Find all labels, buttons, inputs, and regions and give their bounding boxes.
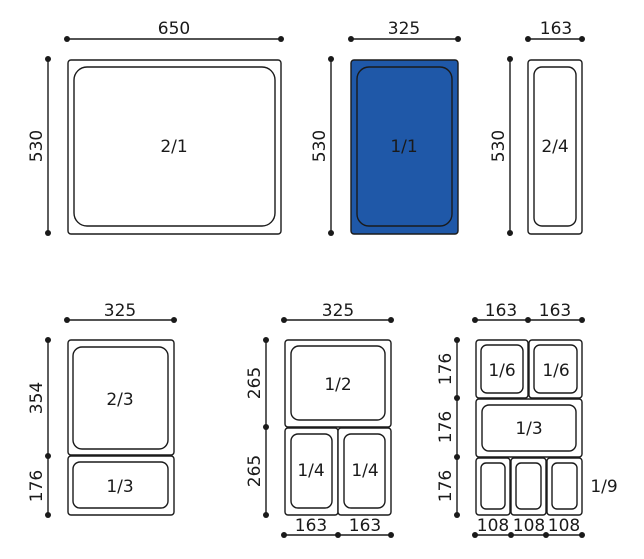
pan-1-6-group: 163 163 176 176 176 1/6 1/6 1/3 1/9 (436, 301, 618, 538)
height-label-2-3-top: 354 (27, 382, 47, 414)
dim-dot (45, 337, 51, 343)
dim-dot (263, 337, 269, 343)
height-label-1-6-row1: 176 (436, 353, 456, 385)
dim-dot (388, 317, 394, 323)
top-width-label-left: 163 (485, 301, 517, 321)
pan-inner-1-4-left (290, 433, 333, 509)
pan-inner-1-9-b (515, 462, 542, 510)
dim-dot (543, 532, 549, 538)
pan-inner-1-4-right (343, 433, 386, 509)
dim-dot (45, 512, 51, 518)
dim-dot (454, 395, 460, 401)
height-label-2-3-bottom: 176 (27, 470, 47, 502)
pan-inner-1-6-left (480, 344, 524, 394)
dim-dot (388, 532, 394, 538)
dim-dot (579, 532, 585, 538)
dim-dot (508, 532, 514, 538)
pan-1-1-group: 325 530 1/1 (310, 19, 461, 236)
width-label-1-2: 325 (322, 301, 354, 321)
dim-dot (281, 532, 287, 538)
dim-dot (64, 317, 70, 323)
height-label-1-6-row3: 176 (436, 470, 456, 502)
pan-label-1-1: 1/1 (390, 137, 417, 157)
dim-dot (472, 532, 478, 538)
dim-dot (507, 56, 513, 62)
dim-dot (64, 36, 70, 42)
dim-dot (281, 317, 287, 323)
pan-label-1-2: 1/2 (324, 375, 351, 395)
dim-dot (263, 512, 269, 518)
dim-dot (263, 424, 269, 430)
height-label-1-6-row2: 176 (436, 411, 456, 443)
dim-dot (525, 36, 531, 42)
dim-dot (45, 230, 51, 236)
pan-label-2-1: 2/1 (160, 137, 187, 157)
pan-label-1-3-bottom: 1/3 (106, 477, 133, 497)
width-label-2-4: 163 (540, 19, 572, 39)
top-width-label-right: 163 (539, 301, 571, 321)
width-label-2-1: 650 (158, 19, 190, 39)
pan-label-1-6-right: 1/6 (542, 361, 569, 381)
dim-dot (507, 230, 513, 236)
pan-inner-1-9-a (480, 462, 506, 510)
pan-label-1-3-mid: 1/3 (515, 419, 542, 439)
pan-inner-1-3-mid (481, 404, 577, 452)
height-label-1-1: 530 (310, 130, 330, 162)
dim-dot (454, 454, 460, 460)
pan-2-1-group: 650 530 2/1 (27, 19, 284, 236)
dim-dot (328, 230, 334, 236)
width-label-1-1: 325 (388, 19, 420, 39)
dim-dot (335, 532, 341, 538)
pan-inner-2-3 (72, 346, 169, 450)
dim-dot (45, 56, 51, 62)
width-label-2-3: 325 (104, 301, 136, 321)
pan-2-4-group: 163 530 2/4 (489, 19, 585, 236)
pan-inner-2-1 (73, 66, 276, 227)
bottom-width-label-3: 108 (548, 516, 580, 536)
bottom-width-label-right: 163 (349, 516, 381, 536)
pan-inner-1-3-bottom (72, 461, 169, 509)
dim-dot (525, 317, 531, 323)
dim-dot (328, 56, 334, 62)
height-label-1-2-bottom: 265 (245, 455, 265, 487)
dim-dot (579, 317, 585, 323)
dim-dot (454, 337, 460, 343)
pan-label-1-4-left: 1/4 (297, 461, 324, 481)
height-label-1-2-top: 265 (245, 367, 265, 399)
pan-inner-1-2 (290, 345, 386, 421)
dim-dot (278, 36, 284, 42)
pan-inner-2-4 (533, 66, 577, 227)
pan-inner-1-1 (356, 66, 453, 227)
pan-label-1-6-left: 1/6 (488, 361, 515, 381)
dim-dot (579, 36, 585, 42)
height-label-2-1: 530 (27, 130, 47, 162)
pan-label-1-9: 1/9 (590, 477, 617, 497)
dim-dot (455, 36, 461, 42)
height-label-2-4: 530 (489, 130, 509, 162)
pan-label-2-4: 2/4 (541, 137, 568, 157)
dim-dot (472, 317, 478, 323)
pan-inner-1-9-c (551, 462, 578, 510)
bottom-width-label-1: 108 (477, 516, 509, 536)
dim-dot (348, 36, 354, 42)
pan-label-2-3: 2/3 (106, 390, 133, 410)
pan-2-3-group: 325 354 176 2/3 1/3 (27, 301, 177, 518)
dim-dot (45, 453, 51, 459)
dim-dot (171, 317, 177, 323)
pan-label-1-4-right: 1/4 (351, 461, 378, 481)
pan-1-2-group: 325 265 265 1/2 1/4 1/4 163 163 (245, 301, 394, 538)
pan-inner-1-6-right (533, 344, 578, 394)
bottom-width-label-2: 108 (513, 516, 545, 536)
dim-dot (454, 512, 460, 518)
bottom-width-label-left: 163 (295, 516, 327, 536)
